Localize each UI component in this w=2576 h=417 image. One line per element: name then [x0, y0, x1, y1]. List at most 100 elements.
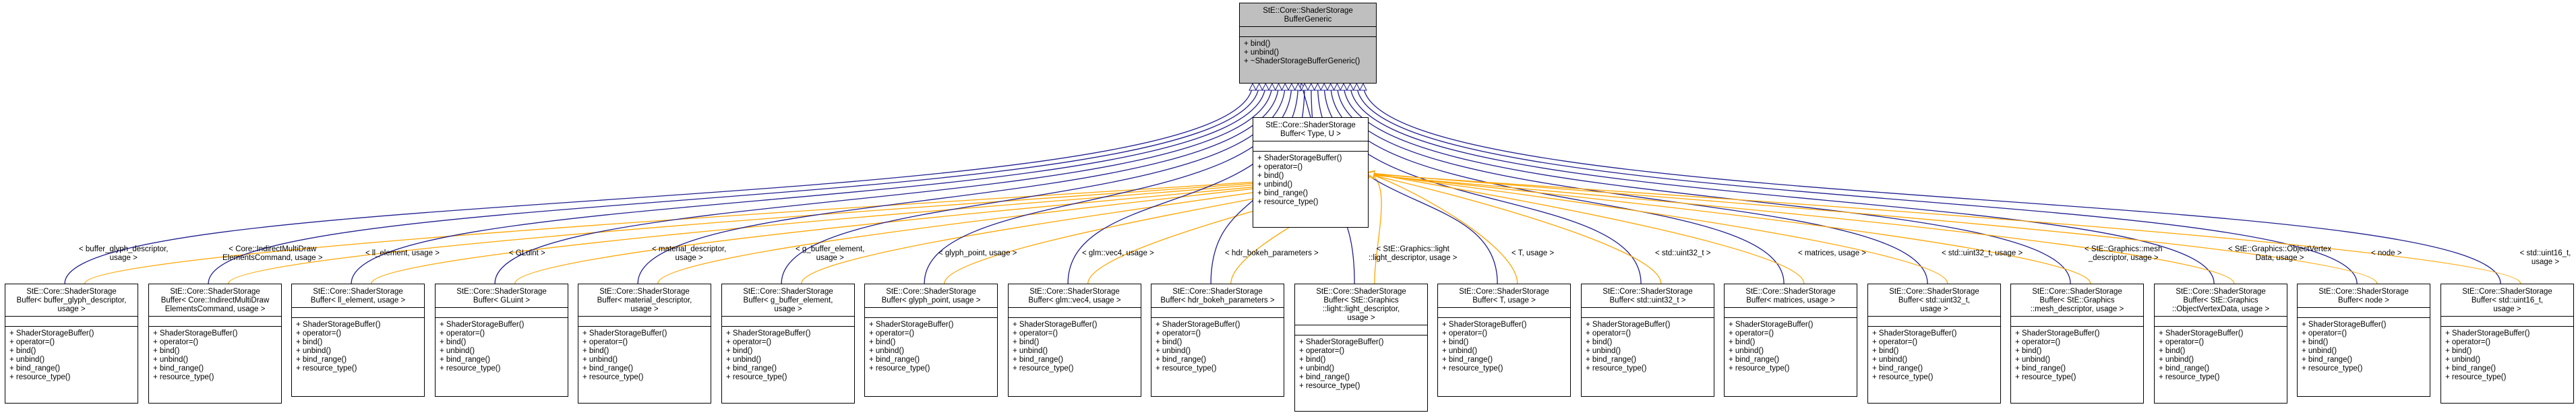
method-item: + ShaderStorageBuffer(): [1013, 321, 1098, 329]
method-item: + unbind(): [153, 356, 189, 364]
method-item: + unbind(): [726, 356, 762, 364]
method-item: + operator=(): [296, 329, 342, 338]
inheritance-edge: [494, 84, 1272, 284]
attributes-section: [865, 307, 997, 317]
class-title: StE::Core::ShaderStorage Buffer< matrice…: [1745, 288, 1836, 304]
method-item: + unbind(): [1257, 181, 1293, 189]
method-item: + bind_range(): [1729, 356, 1780, 364]
method-item: + operator=(): [440, 329, 485, 338]
method-item: + ShaderStorageBuffer(): [1729, 321, 1814, 329]
attributes-section: [1725, 307, 1857, 317]
edge-label: < node >: [2371, 249, 2402, 257]
method-item: + unbind(): [1156, 347, 1191, 355]
method-item: + bind(): [2302, 338, 2329, 346]
method-item: + bind_range(): [1586, 356, 1637, 364]
method-item: + ShaderStorageBuffer(): [296, 321, 381, 329]
attributes-section: [2155, 316, 2287, 326]
method-item: + ShaderStorageBuffer(): [1586, 321, 1671, 329]
methods-section: + ShaderStorageBuffer()+ operator=()+ bi…: [578, 326, 711, 385]
edge-label: < matrices, usage >: [1798, 249, 1866, 257]
class-instance-box[interactable]: StE::Core::ShaderStorage Buffer< std::ui…: [1581, 284, 1714, 397]
method-item: + unbind(): [440, 347, 475, 355]
class-title: StE::Core::ShaderStorage Buffer< Type, U…: [1265, 121, 1356, 138]
class-instance-box[interactable]: StE::Core::ShaderStorage Buffer< std::ui…: [1867, 284, 2001, 404]
class-title: StE::Core::ShaderStorage Buffer< ll_elem…: [310, 288, 406, 304]
class-instance-box[interactable]: StE::Core::ShaderStorage Buffer< std::ui…: [2440, 284, 2574, 404]
edge-label: < T, usage >: [1511, 249, 1555, 257]
attributes-section: [2011, 316, 2143, 326]
method-item: + ShaderStorageBuffer(): [726, 329, 811, 338]
method-item: + resource_type(): [1442, 364, 1503, 373]
methods-section: + ShaderStorageBuffer()+ operator=()+ bi…: [2011, 326, 2143, 385]
method-item: + bind_range(): [1299, 373, 1350, 381]
class-instance-box[interactable]: StE::Core::ShaderStorage Buffer< GLuint …: [435, 284, 568, 397]
class-instance-box[interactable]: StE::Core::ShaderStorage Buffer< g_buffe…: [721, 284, 855, 404]
inheritance-edge: [351, 84, 1265, 284]
methods-section: + ShaderStorageBuffer()+ operator=()+ bi…: [1582, 317, 1714, 376]
template-instance-edge: [1367, 174, 1662, 284]
method-item: + bind_range(): [1257, 189, 1309, 197]
method-item: + bind_range(): [726, 364, 777, 373]
edge-label: < std::uint16_t, usage >: [2519, 249, 2571, 266]
class-instance-box[interactable]: StE::Core::ShaderStorage Buffer< Core::I…: [148, 284, 282, 404]
class-instance-box[interactable]: StE::Core::ShaderStorage Buffer< node >+…: [2297, 284, 2430, 397]
method-item: + resource_type(): [153, 373, 214, 381]
class-instance-box[interactable]: StE::Core::ShaderStorage Buffer< StE::Gr…: [1294, 284, 1428, 412]
edge-label: < material_descriptor, usage >: [652, 245, 727, 262]
method-item: + ShaderStorageBuffer(): [2445, 329, 2530, 338]
method-item: + operator=(): [2302, 329, 2347, 338]
method-item: + unbind(): [2015, 356, 2051, 364]
method-item: + ShaderStorageBuffer(): [582, 329, 667, 338]
method-item: + unbind(): [2302, 347, 2337, 355]
attributes-section: [149, 316, 281, 326]
method-item: + bind(): [1299, 356, 1326, 364]
method-item: + operator=(): [726, 338, 772, 346]
method-item: + ShaderStorageBuffer(): [153, 329, 238, 338]
class-shader-storage-buffer-generic[interactable]: StE::Core::ShaderStorage BufferGeneric +…: [1239, 3, 1377, 84]
method-item: + bind_range(): [1872, 364, 1923, 373]
method-item: + bind(): [726, 347, 753, 355]
method-item: + resource_type(): [1299, 382, 1360, 390]
method-item: + unbind(): [1244, 49, 1280, 57]
class-title: StE::Core::ShaderStorage Buffer< buffer_…: [16, 288, 127, 313]
method-item: + ShaderStorageBuffer(): [1442, 321, 1527, 329]
method-item: + bind(): [1244, 40, 1271, 48]
class-instance-box[interactable]: StE::Core::ShaderStorage Buffer< materia…: [578, 284, 711, 404]
method-item: + unbind(): [1013, 347, 1048, 355]
method-item: + resource_type(): [726, 373, 787, 381]
inheritance-edge: [1363, 84, 2501, 284]
class-title: StE::Core::ShaderStorage Buffer< StE::Gr…: [2030, 288, 2124, 313]
class-title: StE::Core::ShaderStorage Buffer< hdr_bok…: [1160, 288, 1275, 304]
class-instance-box[interactable]: StE::Core::ShaderStorage Buffer< ll_elem…: [291, 284, 425, 397]
method-item: + operator=(): [1442, 329, 1488, 338]
edge-label: < ll_element, usage >: [365, 249, 440, 257]
methods-section: + ShaderStorageBuffer()+ operator=()+ bi…: [436, 317, 568, 376]
method-item: + operator=(): [1586, 329, 1631, 338]
class-instance-box[interactable]: StE::Core::ShaderStorage Buffer< buffer_…: [5, 284, 138, 404]
method-item: + resource_type(): [2445, 373, 2507, 381]
methods-section: + ShaderStorageBuffer()+ operator=()+ bi…: [865, 317, 997, 376]
class-instance-box[interactable]: StE::Core::ShaderStorage Buffer< StE::Gr…: [2154, 284, 2287, 404]
class-instance-box[interactable]: StE::Core::ShaderStorage Buffer< glyph_p…: [864, 284, 998, 397]
method-item: + resource_type(): [2302, 364, 2363, 373]
method-item: + bind(): [1586, 338, 1613, 346]
class-title: StE::Core::ShaderStorage Buffer< Core::I…: [160, 288, 270, 313]
method-item: + bind_range(): [9, 364, 61, 373]
method-item: + bind(): [2445, 347, 2472, 355]
class-instance-box[interactable]: StE::Core::ShaderStorage Buffer< glm::ve…: [1008, 284, 1141, 397]
method-item: + resource_type(): [1586, 364, 1647, 373]
class-instance-box[interactable]: StE::Core::ShaderStorage Buffer< hdr_bok…: [1151, 284, 1284, 397]
method-item: + unbind(): [9, 356, 45, 364]
method-item: + resource_type(): [1156, 364, 1217, 373]
class-title: StE::Core::ShaderStorage BufferGeneric: [1263, 7, 1353, 24]
attributes-section: [2441, 316, 2573, 326]
class-shader-storage-buffer-template[interactable]: StE::Core::ShaderStorage Buffer< Type, U…: [1253, 117, 1369, 228]
edge-label: < GLuint >: [509, 249, 545, 257]
method-item: + bind(): [1257, 172, 1284, 180]
class-instance-box[interactable]: StE::Core::ShaderStorage Buffer< T, usag…: [1437, 284, 1571, 397]
class-instance-box[interactable]: StE::Core::ShaderStorage Buffer< StE::Gr…: [2010, 284, 2144, 404]
template-instance-edge: [1367, 173, 2521, 284]
attributes-section: [1009, 307, 1141, 317]
class-instance-box[interactable]: StE::Core::ShaderStorage Buffer< matrice…: [1724, 284, 1857, 397]
edge-label: < StE::Graphics::light ::light_descripto…: [1369, 245, 1458, 262]
